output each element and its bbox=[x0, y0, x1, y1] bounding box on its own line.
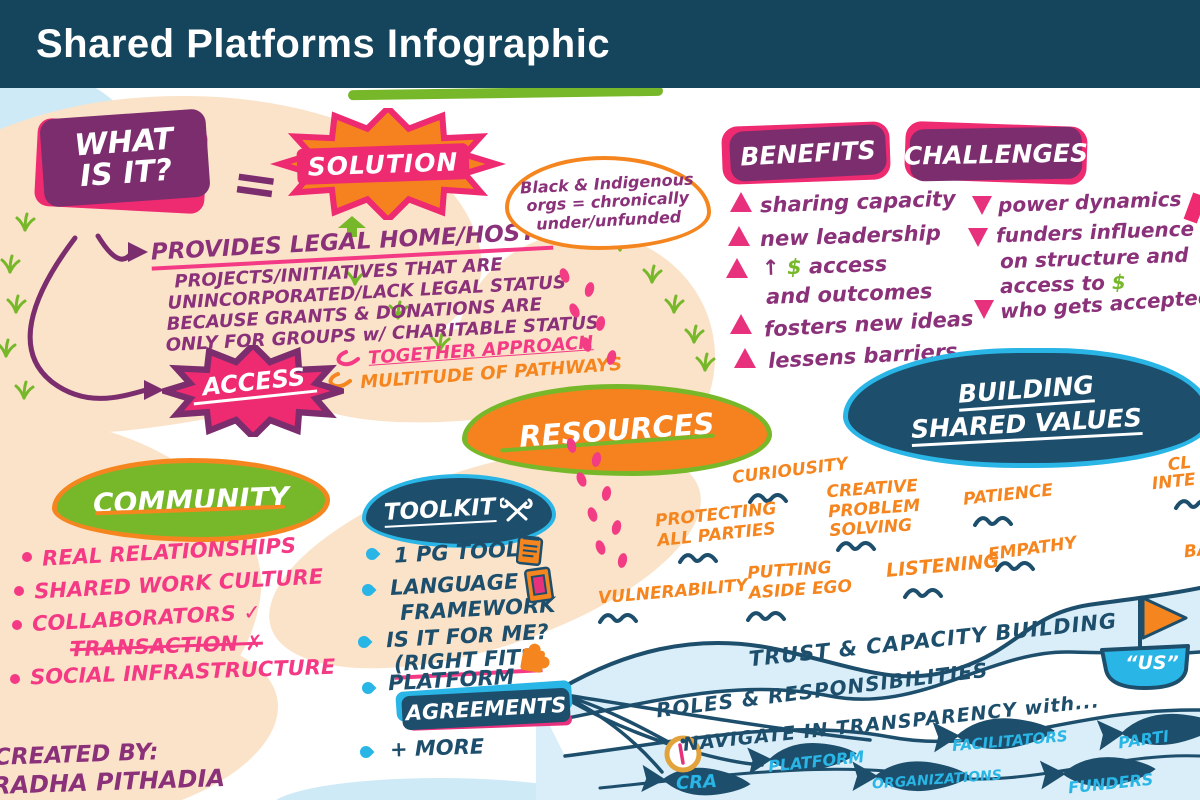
community-bullet bbox=[10, 674, 20, 684]
what-is-it-line2: IS IT? bbox=[78, 152, 174, 195]
toolkit-title: TOOLKIT bbox=[383, 494, 497, 528]
arrow-to-access bbox=[27, 235, 149, 401]
wrench-icon bbox=[499, 497, 533, 522]
community-bullet bbox=[14, 586, 24, 596]
value-creative: CREATIVE PROBLEM SOLVING bbox=[825, 475, 921, 542]
dollar-sign: $ bbox=[786, 254, 802, 280]
benefit-triangle bbox=[726, 258, 748, 278]
benefit-triangle bbox=[734, 348, 756, 368]
community-cloud: COMMUNITY bbox=[52, 458, 330, 542]
wave-white-band bbox=[548, 651, 1200, 756]
challenges-badge: CHALLENGES bbox=[904, 126, 1088, 182]
challenges-title: CHALLENGES bbox=[903, 137, 1089, 171]
puzzle-icon bbox=[520, 643, 550, 673]
page-title: Shared Platforms Infographic bbox=[36, 21, 611, 66]
notepad-icon bbox=[516, 535, 544, 566]
money-up-arrow: ↑ bbox=[761, 255, 781, 281]
wave-line-1 bbox=[534, 586, 1200, 706]
solution-label-bg: SOLUTION bbox=[296, 143, 470, 185]
funding-note-cloud: Black & Indigenous orgs = chronically un… bbox=[505, 156, 711, 250]
access-burst bbox=[162, 345, 344, 437]
value-fragment-ba: BA bbox=[1182, 539, 1200, 563]
compass-icon bbox=[664, 735, 702, 773]
house-icon bbox=[338, 216, 366, 237]
challenge-triangle bbox=[968, 228, 988, 247]
community-bullet bbox=[22, 552, 32, 562]
benefits-badge: BENEFITS bbox=[728, 123, 888, 183]
value-ego: PUTTING ASIDE EGO bbox=[746, 557, 853, 604]
money-rest: access bbox=[808, 251, 888, 279]
challenge-triangle bbox=[972, 196, 992, 215]
fish-label-cra: CRA bbox=[675, 770, 718, 795]
boat-icon bbox=[1100, 596, 1190, 690]
benefit-triangle bbox=[730, 314, 752, 334]
benefit-triangle bbox=[730, 192, 752, 212]
sky-patch-bottomleft bbox=[270, 778, 610, 800]
squiggle-multitude bbox=[328, 372, 352, 389]
solution-label: SOLUTION bbox=[307, 146, 459, 182]
benefits-title: BENEFITS bbox=[739, 134, 877, 172]
building-line2: SHARED VALUES bbox=[910, 402, 1143, 448]
wave-fill bbox=[536, 588, 1200, 800]
squiggle-together bbox=[336, 350, 360, 367]
arrowhead-access bbox=[144, 380, 164, 400]
resources-cloud: RESOURCES bbox=[462, 384, 772, 476]
what-is-it-badge: WHAT IS IT? bbox=[39, 108, 211, 208]
challenge-triangle bbox=[974, 300, 994, 319]
benefit-item-money: ↑ $ access bbox=[762, 252, 888, 280]
arrow-to-provides bbox=[95, 233, 135, 262]
header-bar: Shared Platforms Infographic bbox=[0, 0, 1200, 88]
ropes bbox=[570, 694, 872, 774]
benefit-triangle bbox=[728, 226, 750, 246]
community-bullet bbox=[12, 620, 22, 630]
arrowhead-provides bbox=[128, 242, 148, 262]
toolkit-more: + MORE bbox=[389, 734, 485, 762]
agreements-label: AGREEMENTS bbox=[405, 692, 567, 726]
boat-label: “US” bbox=[1125, 652, 1179, 674]
funding-note-text: Black & Indigenous orgs = chronically un… bbox=[519, 169, 695, 234]
frame-icon bbox=[524, 566, 554, 604]
building-values-cloud: BUILDING SHARED VALUES bbox=[843, 348, 1200, 468]
